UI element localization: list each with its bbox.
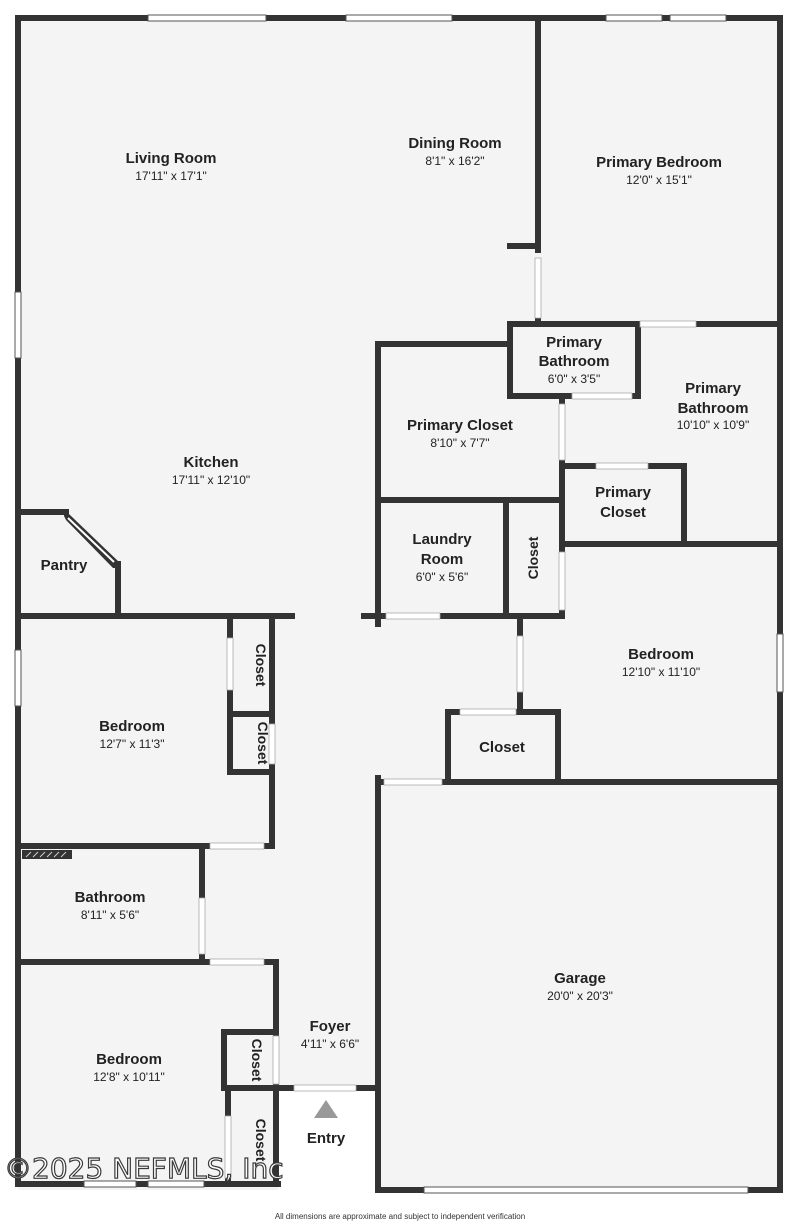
door-openings [198,257,697,1179]
foyer-dim: 4'11" x 6'6" [301,1037,359,1051]
laundry-room-dim: 6'0" x 5'6" [416,570,468,584]
copyright-watermark: ©2025 NEFMLS, Inc [4,1152,284,1185]
dining-room-name: Dining Room [408,135,501,152]
laundry-closet-name: Closet [525,536,541,579]
closet-bottom-1-name: Closet [249,1039,265,1082]
bathroom-name: Bathroom [75,889,146,906]
living-room-dim: 17'11" x 17'1" [135,169,207,183]
primary-bathroom-dim: 10'10" x 10'9" [677,418,750,432]
floor-areas [18,18,780,1192]
primary-bathroom-name-2: Bathroom [678,400,749,417]
kitchen-dim: 17'11" x 12'10" [172,473,250,487]
primary-bathroom-small-name-2: Bathroom [539,353,610,370]
living-room-name: Living Room [126,150,217,167]
primary-bathroom-name-1: Primary [685,380,742,397]
hatched-fixture [22,850,72,859]
foyer-name: Foyer [310,1018,351,1035]
bedroom-left-name: Bedroom [99,718,165,735]
bedroom-right-name: Bedroom [628,646,694,663]
entry-name: Entry [307,1130,346,1147]
closet-left-2-name: Closet [255,722,271,765]
laundry-room-name-1: Laundry [412,531,472,548]
floor-main [18,18,780,1190]
closet-right-name: Closet [479,739,525,756]
primary-closet-name: Primary Closet [407,417,513,434]
primary-bathroom-small-dim: 6'0" x 3'5" [548,372,600,386]
closet-bottom-2-name: Closet [253,1119,269,1162]
kitchen-name: Kitchen [183,454,238,471]
primary-closet-dim: 8'10" x 7'7" [430,436,489,450]
bedroom-right-dim: 12'10" x 11'10" [622,665,700,679]
garage-name: Garage [554,970,606,987]
closet-left-1-name: Closet [253,644,269,687]
bedroom-left-dim: 12'7" x 11'3" [100,737,165,751]
bedroom-bottom-name: Bedroom [96,1051,162,1068]
primary-bathroom-small-name-1: Primary [546,334,603,351]
dimension-disclaimer: All dimensions are approximate and subje… [275,1212,525,1221]
garage-dim: 20'0" x 20'3" [547,989,613,1003]
room-labels: Living Room 17'11" x 17'1" Dining Room 8… [41,135,750,1162]
pantry-angled-wall [64,509,120,568]
entry-arrow-icon [314,1100,338,1118]
pantry-name: Pantry [41,557,88,574]
primary-closet-small-name-1: Primary [595,484,652,501]
bathroom-dim: 8'11" x 5'6" [81,908,139,922]
laundry-room-name-2: Room [421,551,464,568]
dining-room-dim: 8'1" x 16'2" [425,154,484,168]
bedroom-bottom-dim: 12'8" x 10'11" [93,1070,165,1084]
primary-closet-small-name-2: Closet [600,504,646,521]
primary-bedroom-dim: 12'0" x 15'1" [626,173,692,187]
windows [14,14,784,1194]
primary-bedroom-name: Primary Bedroom [596,154,722,171]
